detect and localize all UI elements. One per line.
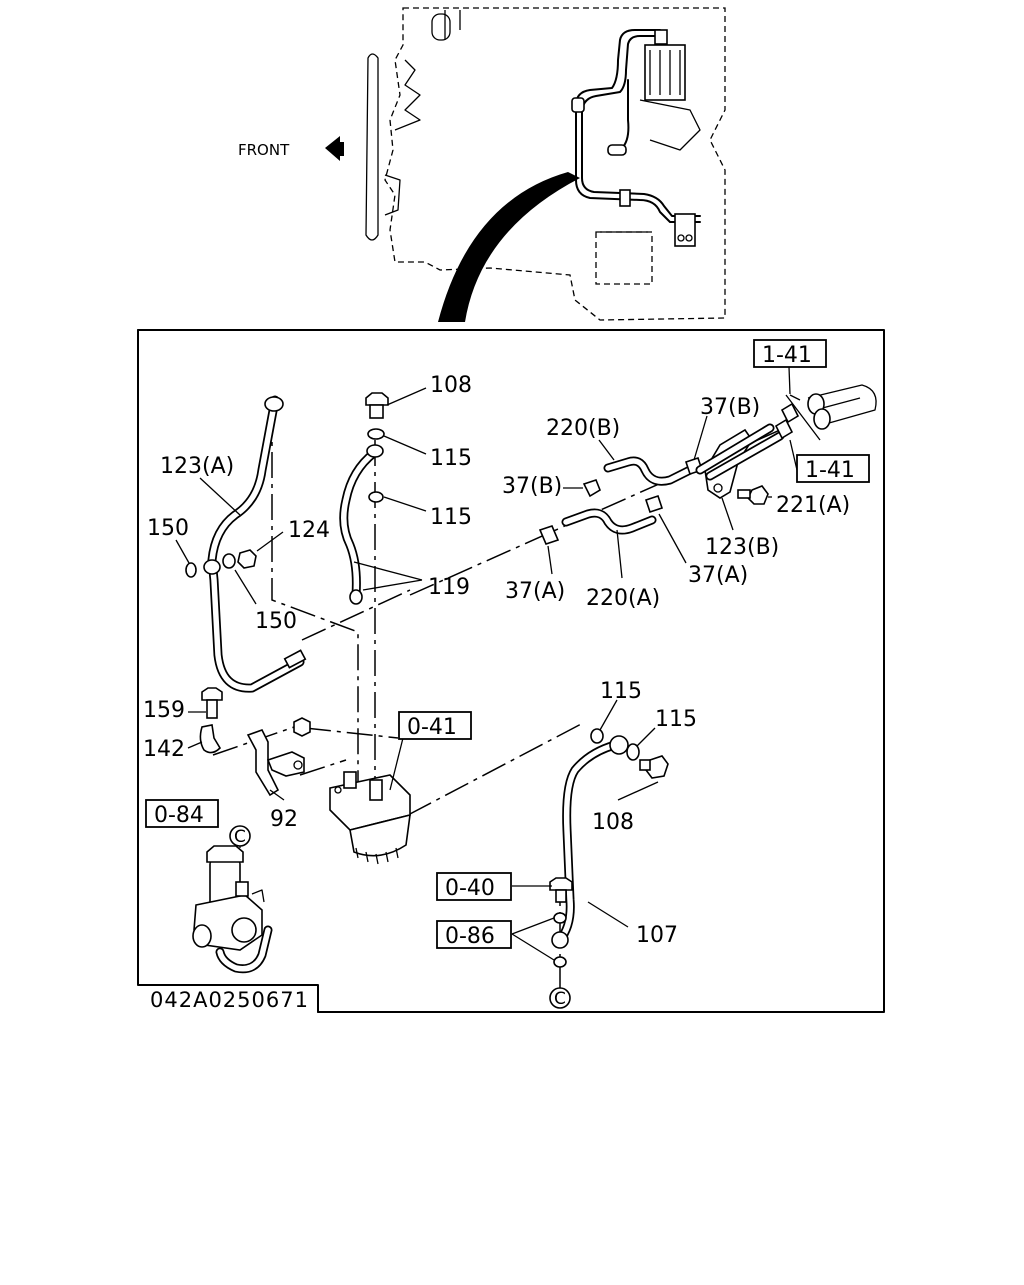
bolt-159 — [201, 687, 223, 719]
label-220a: 220(A) — [586, 586, 660, 611]
detail-frame — [137, 329, 885, 1013]
circle-mark-c-pipe: C — [549, 987, 571, 1009]
svg-text:1-41: 1-41 — [762, 343, 812, 368]
svg-text:C: C — [554, 989, 566, 1009]
front-arrow-icon — [325, 136, 344, 161]
pipe-119 — [339, 444, 384, 605]
bracket-92 — [246, 729, 280, 797]
pipe-123a — [203, 395, 307, 693]
bolt-0-40 — [549, 877, 573, 903]
label-115-lower-left: 115 — [600, 679, 642, 704]
bolt-108-lower — [639, 755, 669, 779]
svg-text:0-84: 0-84 — [154, 803, 204, 828]
label-115-lower-right: 115 — [655, 707, 697, 732]
svg-text:0-86: 0-86 — [445, 924, 495, 949]
svg-text:0-40: 0-40 — [445, 876, 495, 901]
ref-box-0-40: 0-40 — [436, 872, 512, 901]
label-124: 124 — [288, 518, 330, 543]
label-150-left: 150 — [147, 516, 189, 541]
leader-lines — [175, 366, 798, 961]
clamp-142 — [199, 724, 222, 754]
priming-pump — [192, 845, 273, 974]
ref-box-0-41: 0-41 — [398, 711, 472, 740]
ref-box-0-86: 0-86 — [436, 920, 512, 949]
label-119: 119 — [428, 575, 470, 600]
label-115-upper: 115 — [430, 446, 472, 471]
label-108-lower: 108 — [592, 810, 634, 835]
zoom-arrow — [438, 172, 580, 322]
label-220b: 220(B) — [546, 416, 620, 441]
label-107: 107 — [636, 923, 678, 948]
bracket-123b — [695, 423, 785, 499]
label-37b-right: 37(B) — [700, 395, 760, 420]
label-37a-left: 37(A) — [505, 579, 565, 604]
label-221a: 221(A) — [776, 493, 850, 518]
front-label: FRONT — [238, 141, 290, 159]
label-123b: 123(B) — [705, 535, 779, 560]
svg-text:1-41: 1-41 — [805, 458, 855, 483]
ref-box-1-41-bottom: 1-41 — [796, 454, 870, 483]
label-108-upper: 108 — [430, 373, 472, 398]
hose-220a — [561, 508, 657, 535]
hose-220b — [603, 456, 695, 486]
label-37b-left: 37(B) — [502, 474, 562, 499]
label-115-mid: 115 — [430, 505, 472, 530]
assembly-lines — [212, 410, 781, 990]
bolt-108-upper — [365, 392, 389, 419]
connector-pipes — [774, 384, 877, 441]
pipe-107 — [551, 735, 629, 949]
label-142: 142 — [143, 737, 185, 762]
label-150-bottom: 150 — [255, 609, 297, 634]
circle-mark-c-pump: C — [229, 825, 251, 847]
drawing-number: 042A0250671 — [150, 988, 309, 1012]
fuel-filter — [329, 771, 411, 865]
svg-text:0-41: 0-41 — [407, 715, 457, 740]
part-labels: 108 115 115 220(B) 37(B) 37(B) 123(A) 15… — [143, 373, 850, 948]
label-37a-right: 37(A) — [688, 563, 748, 588]
label-123a: 123(A) — [160, 454, 234, 479]
ref-box-0-84: 0-84 — [145, 799, 219, 828]
label-159: 159 — [143, 698, 185, 723]
label-92: 92 — [270, 807, 298, 832]
svg-text:C: C — [234, 827, 246, 847]
ref-box-1-41-top: 1-41 — [753, 339, 827, 368]
bolt-221a — [737, 485, 769, 505]
engine-overview: FRONT — [238, 7, 726, 322]
